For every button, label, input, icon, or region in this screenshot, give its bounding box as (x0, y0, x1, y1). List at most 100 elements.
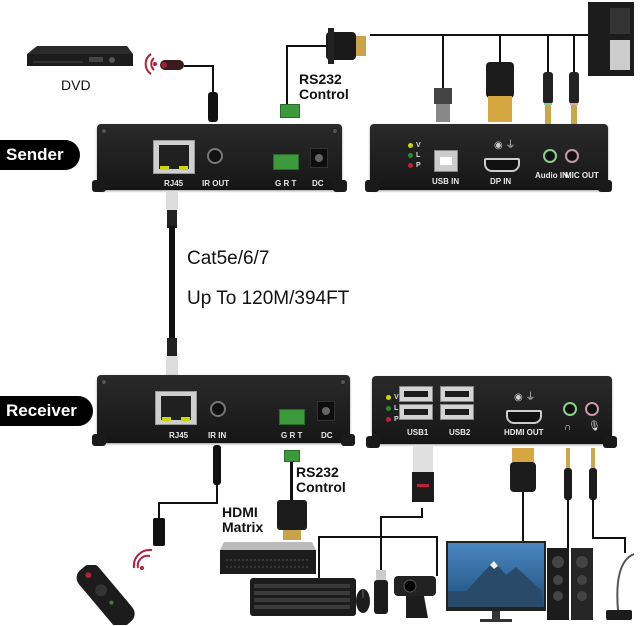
rj45-plug-bottom (164, 338, 180, 376)
ir-emitter-cable (212, 65, 214, 95)
rs232-terminal (279, 409, 305, 425)
usb-in-label: USB IN (432, 177, 460, 186)
usb-b-port (434, 150, 458, 172)
speakers (547, 548, 595, 622)
usb-hub-cable (436, 536, 438, 576)
mounting-foot (92, 180, 106, 192)
usb-cable (421, 508, 423, 518)
ir-receiver (152, 518, 166, 548)
rs232-label-receiver: RS232 Control (296, 464, 346, 495)
cat-cable (169, 226, 175, 344)
dc-port (317, 401, 335, 421)
usb-a-port (399, 404, 433, 420)
ir-signal-icon (135, 50, 157, 78)
mic-icon: 🎙 (588, 421, 601, 432)
ir-emitter (158, 58, 186, 72)
microphone (600, 552, 638, 622)
displayport-cable (499, 34, 501, 64)
dc-label: DC (312, 179, 324, 188)
remote-control (70, 563, 140, 626)
dc-label: DC (321, 431, 333, 440)
hdmi-cable (522, 492, 524, 542)
db9-connector (326, 26, 370, 66)
dvd-label: DVD (61, 77, 91, 93)
dp-port (484, 158, 520, 172)
ir-in-jack (210, 401, 226, 417)
pc-tower (588, 2, 638, 78)
receiver-unit-left: RJ45 IR IN G R T DC (97, 375, 350, 443)
speaker-cable (567, 498, 569, 548)
displayport-plug (483, 62, 517, 124)
sender-unit-right: V L P USB IN ◉ ⏚ DP IN Audio IN MIC OUT (370, 124, 608, 190)
screw (101, 128, 107, 134)
usb-hub-cable (318, 536, 320, 584)
grt-label: G R T (281, 431, 303, 440)
usb-a-plug (411, 446, 435, 510)
mounting-foot (366, 436, 380, 448)
sender-unit-left: RJ45 IR OUT G R T DC (97, 124, 342, 190)
usb1-label: USB1 (407, 428, 429, 437)
ir-receiver-cable (158, 502, 160, 520)
dvd-player (27, 44, 133, 70)
headphone-plug (563, 448, 573, 500)
ground-icon: ◉ ⏚ (494, 140, 516, 151)
ir-emitter-cable (184, 65, 214, 67)
rs232-cable (286, 45, 326, 47)
usb-a-port (399, 386, 433, 402)
usb-drive (373, 570, 389, 616)
mic-cable (592, 498, 594, 538)
led-p: P (386, 416, 399, 423)
rs232-cable (286, 45, 288, 105)
dc-port (310, 148, 328, 168)
mounting-foot (341, 434, 355, 446)
hdmi-matrix (220, 540, 316, 576)
mic-cable (624, 537, 626, 553)
mic-out-jack (565, 149, 579, 163)
hdmi-plug (508, 448, 538, 494)
grt-label: G R T (275, 179, 297, 188)
usb-a-port (440, 404, 474, 420)
screw (340, 379, 346, 385)
mic-plug (588, 448, 598, 500)
mounting-foot (92, 434, 106, 446)
audio-in-label: Audio IN (535, 171, 568, 180)
led-v: V (386, 394, 399, 401)
audio-in-jack (543, 149, 557, 163)
audio-cable (547, 34, 549, 74)
mouse (355, 588, 371, 614)
led-v: V (408, 142, 421, 149)
headphone-icon: ∩ (564, 422, 572, 433)
hdmi-out-port (506, 410, 542, 424)
rj45-port (153, 140, 195, 174)
ir-in-label: IR IN (208, 431, 227, 440)
screw (101, 379, 107, 385)
rs232-terminal (273, 154, 299, 170)
keyboard (250, 578, 356, 618)
rj45-label: RJ45 (169, 431, 189, 440)
audio-plug (542, 72, 554, 126)
rs232-cable (290, 462, 293, 506)
cable-type-label: Cat5e/6/7 (187, 248, 270, 269)
pc-cable-bus (370, 34, 590, 36)
usb2-label: USB2 (449, 428, 471, 437)
usb-cable (442, 34, 444, 89)
usb-hub-cable (318, 536, 438, 538)
usb-b-plug (433, 88, 453, 122)
led-l: L (408, 152, 420, 159)
mounting-foot (603, 436, 617, 448)
hdmi-out-label: HDMI OUT (504, 428, 544, 437)
sender-tag: Sender (0, 140, 80, 170)
ir-out-label: IR OUT (202, 179, 230, 188)
ground-icon: ◉ ⏚ (514, 392, 536, 403)
rj45-plug-top (164, 192, 180, 228)
mic-out-label: MIC OUT (565, 171, 599, 180)
rs232-terminal-plug (284, 450, 300, 462)
mic-cable (573, 34, 575, 74)
receiver-unit-right: V L P USB1 USB2 ◉ ⏚ HDMI OUT ∩ 🎙 (372, 376, 612, 444)
ir-plug (208, 92, 218, 122)
db9-connector (275, 500, 309, 542)
ir-out-jack (207, 148, 223, 164)
mic-cable (592, 537, 626, 539)
mic-plug (568, 72, 580, 126)
hdmi-matrix-label: HDMI Matrix (222, 504, 264, 535)
